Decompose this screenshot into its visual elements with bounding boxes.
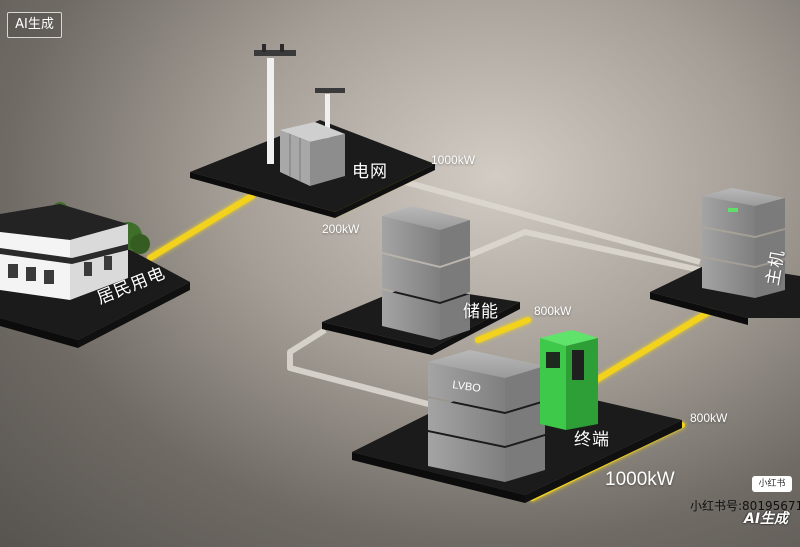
label-grid: 电网 [352,162,388,182]
grid-transformer-cabinet [280,122,345,186]
cabinet-brand-text: LVBO [452,379,482,395]
path-storage-to-terminal [287,327,433,408]
label-storage: 储能 [463,302,499,322]
path-residential-to-grid [147,193,255,261]
gray-connection-paths [287,179,701,408]
flow-host-out: 800kW [690,411,728,425]
ai-generated-badge: AI生成 [7,12,62,38]
storage-cabinet-mid [382,254,470,302]
storage-cabinet-top [382,206,470,266]
path-grid-to-host [404,179,701,265]
ev-charger [540,330,598,430]
flow-terminal-total: 1000kW [605,469,675,490]
storage-cabinet-bottom [382,290,470,340]
flow-to-storage: 200kW [322,222,360,236]
watermark-chip: 小红书 [752,476,792,492]
residential-house [0,202,150,300]
label-terminal: 终端 [574,430,610,450]
path-storage-to-host [468,229,701,273]
storage-cabinet-stack [382,206,470,340]
flow-storage-out: 800kW [534,304,572,318]
path-host-to-terminal [590,307,715,385]
utility-pole-short [315,88,345,142]
watermark-account: 小红书号:80195671... [690,499,800,513]
terminal-cabinet-stack [428,350,545,482]
watermark-ai-mark: AI生成 [744,511,789,527]
flow-grid-out: 1000kW [431,153,476,167]
path-storage-segment [475,317,531,343]
host-cabinet-stack [702,188,785,298]
utility-pole-tall [254,44,296,164]
host-status-light [728,208,738,212]
